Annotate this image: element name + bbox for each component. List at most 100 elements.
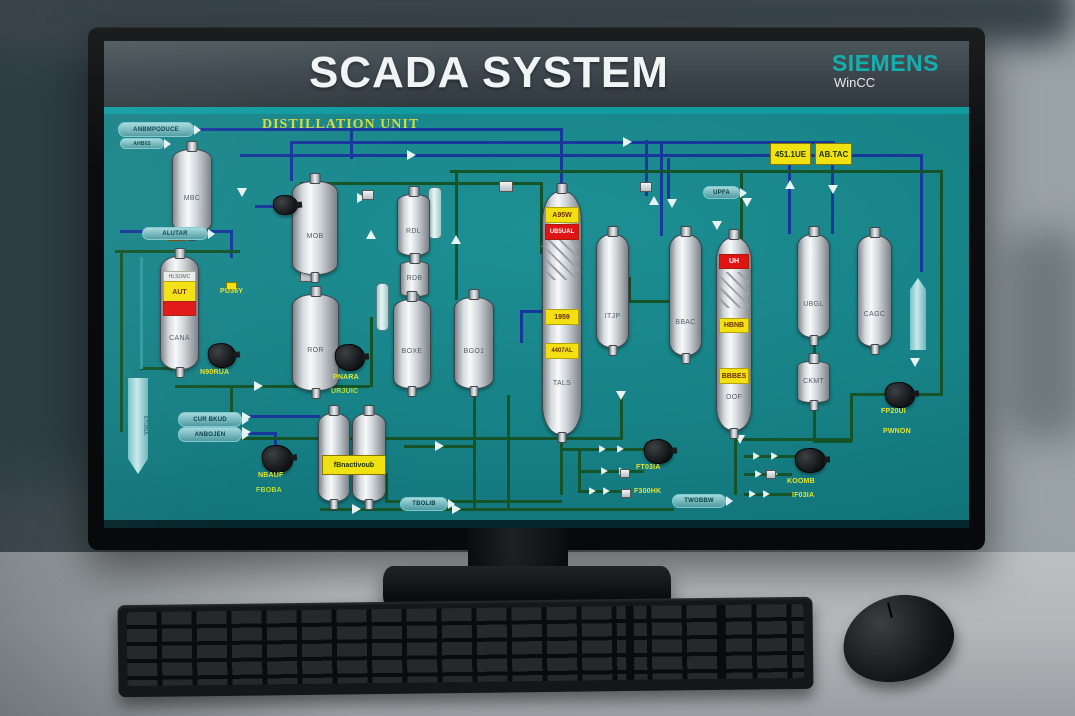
level-gauge: [376, 283, 389, 331]
stream-pill[interactable]: UPFA: [703, 186, 747, 199]
stream-pill[interactable]: ANBMPODUCE: [118, 122, 201, 137]
stream-pill[interactable]: TWOBBW: [672, 494, 733, 508]
vessel-mob[interactable]: MOB: [292, 181, 338, 275]
vessel-cana[interactable]: HLSOMC AUT CANA: [160, 256, 199, 370]
alarm-band: BBBES: [719, 368, 749, 384]
vessel-rdl[interactable]: RDL: [397, 194, 430, 256]
keyboard-keys[interactable]: [126, 603, 805, 687]
vessel-ror[interactable]: ROR: [292, 294, 339, 391]
pipe: [744, 493, 796, 496]
sight-glass: [428, 187, 442, 239]
pump-tag: N90RUA: [200, 369, 230, 376]
pipe: [660, 141, 663, 236]
flow-arrow-down: [828, 185, 838, 194]
background-blur-shape: [1005, 230, 1075, 440]
vessel-mbc[interactable]: MBC: [172, 149, 212, 233]
pipe: [473, 385, 476, 510]
pump-tag: FP20UI: [881, 408, 906, 415]
flow-arrow-right: [599, 445, 606, 453]
page-title: SCADA SYSTEM: [308, 48, 669, 97]
vessel-rdb[interactable]: RDB: [400, 261, 429, 297]
vessel-label: BBAC: [675, 319, 696, 326]
keyboard[interactable]: [117, 596, 814, 698]
stream-pill[interactable]: ANBOJEN: [178, 427, 249, 442]
flow-arrow-right: [435, 441, 444, 451]
vessel-label: CANA: [169, 335, 190, 342]
pipe: [734, 438, 850, 441]
alarm-band: [163, 301, 196, 316]
flow-arrow-up: [649, 196, 659, 205]
vessel-ckmt[interactable]: CKMT: [797, 361, 830, 403]
pipe: [240, 154, 920, 157]
vessel-label: TALS: [552, 380, 572, 387]
pump-tag: F300HK: [634, 488, 662, 495]
instrument-box: [766, 470, 776, 479]
pipe: [230, 437, 620, 440]
alarm-band: 1959: [545, 309, 579, 325]
pipe: [734, 438, 737, 495]
vessel-label: RDL: [406, 228, 421, 235]
pipe: [300, 182, 540, 185]
vessel-label: CKMT: [802, 378, 825, 385]
vessel-ubgl[interactable]: UBGL: [797, 234, 830, 338]
pipe: [620, 396, 623, 440]
stream-pill[interactable]: AHB02: [120, 138, 171, 149]
vessel-label: MBC: [183, 195, 201, 203]
pipe: [507, 395, 510, 510]
alarm-box[interactable]: AB.TAC: [815, 143, 852, 165]
flow-arrow-right: [407, 150, 416, 160]
instrument-box: [362, 190, 374, 200]
vessel-label: CAGC: [863, 310, 886, 318]
pump-tag: IF03IA: [792, 492, 815, 499]
pipe: [788, 162, 791, 234]
pipe: [190, 128, 350, 131]
vessel-cagc[interactable]: CAGC: [857, 235, 892, 347]
vessel-label: ROR: [307, 347, 324, 355]
flow-arrow-right: [254, 381, 263, 391]
flow-arrow-down: [910, 358, 920, 367]
wincc-label: WinCC: [833, 75, 876, 90]
column-obf[interactable]: UH HBNB BBBES OOF: [716, 237, 752, 431]
pipe: [628, 277, 631, 302]
pump-tag: NBAUF: [258, 472, 284, 479]
stream-pill[interactable]: TBOLIB: [400, 497, 455, 511]
pipe: [912, 393, 942, 396]
vessel-bgo[interactable]: BGO1: [454, 297, 494, 389]
flow-arrow-right: [452, 504, 461, 514]
pipe: [320, 508, 674, 511]
alarm-band: UB5UAL: [545, 224, 579, 240]
header-accent-line: [104, 107, 969, 114]
flow-arrow-down: [712, 221, 722, 230]
pipe: [578, 448, 581, 492]
pipe: [560, 431, 563, 495]
stream-pill[interactable]: CUR BKUD: [178, 412, 249, 427]
flow-arrow-down: [742, 198, 752, 207]
alarm-box[interactable]: 451.1UE: [770, 143, 811, 165]
vessel-label: OOF: [725, 394, 743, 401]
alarm-band: 4407AL: [545, 343, 579, 359]
flow-arrow-up: [785, 180, 795, 189]
pump-tag: PNARA: [333, 374, 359, 381]
keyboard-section-gap: [625, 605, 635, 681]
pipe: [813, 440, 852, 443]
vessel-bbac[interactable]: BBAC: [669, 234, 702, 356]
twin-vessel-tag[interactable]: fBnactivoub: [322, 455, 386, 475]
scada-screen: SCADA SYSTEM SIEMENS WinCC DISTILLATION …: [104, 41, 969, 528]
brand-block: SIEMENS WinCC: [832, 50, 939, 90]
pipe: [744, 455, 796, 458]
hmi-header-bar: SCADA SYSTEM SIEMENS WinCC: [104, 41, 969, 107]
flow-arrow-up: [366, 230, 376, 239]
flow-arrow-right: [601, 467, 608, 475]
pipe: [370, 317, 373, 387]
pipe: [645, 140, 648, 196]
flow-arrow-right: [771, 452, 778, 460]
pipe: [520, 310, 523, 343]
vessel-itjp[interactable]: ITJP: [596, 234, 629, 348]
vessel-boxe[interactable]: BOXE: [393, 299, 431, 389]
pipe: [385, 473, 388, 502]
stream-pill[interactable]: ALUTAR: [142, 227, 215, 240]
column-tals[interactable]: A95W UB5UAL 1959 4407AL TALS: [542, 191, 582, 435]
pipe: [350, 128, 353, 159]
pipe: [578, 490, 626, 493]
pump-tag: PWNON: [883, 428, 911, 435]
